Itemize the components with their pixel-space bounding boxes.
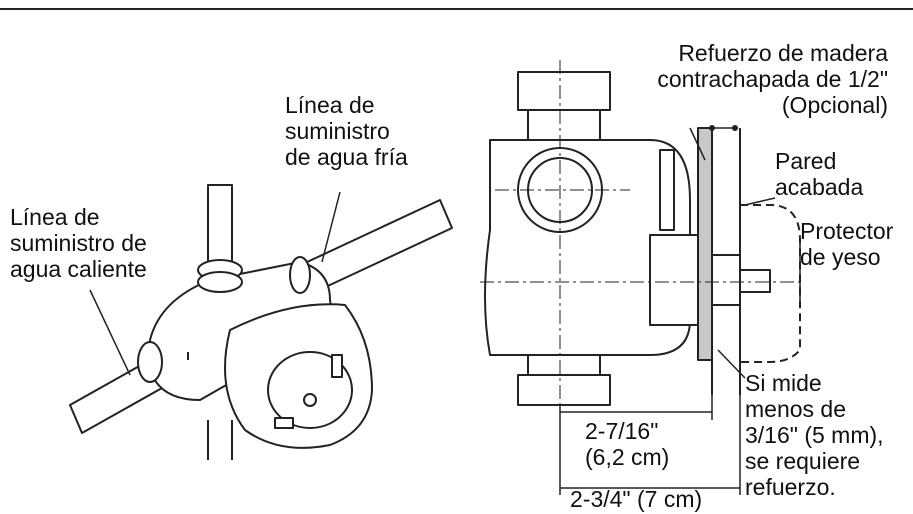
left-leaders (89, 191, 341, 376)
right-leaders (559, 127, 801, 495)
plywood-line-3: (Opcional) (781, 92, 888, 118)
hot-supply-line-1: Línea de (10, 204, 100, 230)
hot-supply-line-3: agua caliente (10, 256, 147, 282)
hot-supply-label: Línea de suministro de agua caliente (10, 204, 147, 282)
top-rule (0, 8, 913, 10)
dim-inner-line-1: 2-7/16" (585, 418, 659, 444)
top-nut-lower (197, 271, 243, 293)
top-fitting (517, 71, 611, 111)
guard-tab-1 (331, 354, 343, 378)
plywood-backing (697, 127, 713, 361)
note-line-1: Si mide (745, 370, 822, 396)
plaster-guard-line-2: de yeso (800, 244, 881, 270)
note-label: Si mide menos de 3/16" (5 mm), se requie… (745, 370, 884, 500)
dim-outer-label: 2-3/4" (7 cm) (570, 486, 703, 512)
dim-inner-line-2: (6,2 cm) (585, 444, 670, 470)
cold-nut (289, 256, 311, 294)
cold-supply-line-1: Línea de (285, 92, 375, 118)
plywood-leader (689, 127, 706, 161)
note-line-5: refuerzo. (745, 474, 836, 500)
riser-pipe-top (207, 184, 233, 271)
cold-supply-label: Línea de suministro de agua fría (285, 92, 408, 170)
hot-leader (89, 289, 131, 376)
guard-tab-2 (274, 417, 294, 429)
center-lines (480, 60, 805, 410)
finished-wall-line-2: acabada (775, 174, 864, 200)
finished-wall-label: Pared acabada (775, 148, 863, 200)
stem (303, 393, 317, 407)
note-line-2: menos de (745, 396, 847, 422)
plaster-guard-label: Protector de yeso (800, 218, 893, 270)
note-leader (717, 349, 746, 379)
finished-wall-line-1: Pared (775, 148, 837, 174)
hot-nut (137, 341, 163, 383)
cold-supply-line-2: suministro (285, 118, 390, 144)
tick-1 (709, 125, 715, 131)
cold-leader (321, 191, 341, 263)
bottom-fitting-neck (527, 354, 601, 376)
valve-section-view (484, 71, 801, 406)
plywood-label: Refuerzo de madera contrachapada de 1/2"… (657, 40, 888, 118)
clip (659, 149, 675, 231)
plaster-guard-line-1: Protector (800, 218, 894, 244)
plywood-line-1: Refuerzo de madera (678, 40, 888, 66)
valve-isometric-view (69, 184, 453, 460)
cartridge-stem (739, 269, 771, 293)
bottom-fitting (517, 374, 611, 406)
note-line-3: 3/16" (5 mm), (745, 422, 884, 448)
cartridge-stem-housing (709, 254, 741, 306)
wall-leader (744, 197, 776, 206)
plywood-line-2: contrachapada de 1/2" (657, 66, 888, 92)
note-line-4: se requiere (745, 448, 861, 474)
tick-2 (732, 125, 738, 131)
dim-ticks (709, 125, 738, 131)
hot-supply-line-2: suministro de (10, 230, 147, 256)
top-fitting-neck (527, 109, 601, 141)
cold-supply-line-3: de agua fría (285, 144, 408, 170)
dim-inner-label: 2-7/16" (6,2 cm) (585, 418, 669, 470)
